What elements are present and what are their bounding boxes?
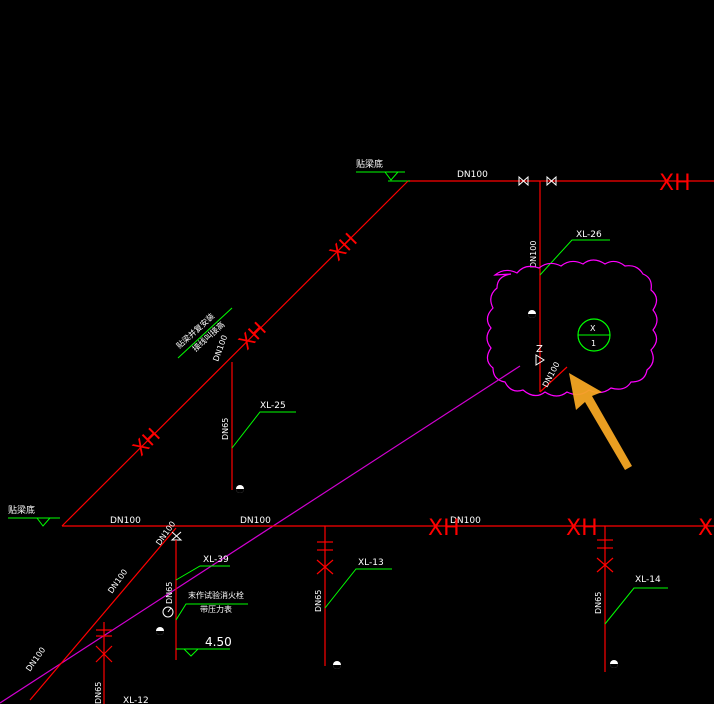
- pressure-gauge-icon: [162, 606, 174, 618]
- gate-valve-xl14: [596, 539, 614, 573]
- svg-text:DN65: DN65: [314, 590, 323, 612]
- leader-xl26: [539, 239, 610, 276]
- gate-valve-xl12: [95, 629, 113, 663]
- label-elevation: 4.50: [205, 635, 232, 649]
- svg-text:DN100: DN100: [529, 241, 538, 268]
- label-xl39: XL-39: [203, 555, 229, 565]
- label-dn100-h-right: DN100: [450, 516, 481, 526]
- label-left-level-note: 贴梁底: [8, 504, 35, 516]
- section-tag-bottom: 1: [591, 339, 596, 348]
- level-marker-left: [8, 517, 60, 527]
- label-z-mark: Z: [536, 344, 543, 355]
- xh-mark-diag-upper: XH: [325, 228, 362, 265]
- revision-cloud: [486, 259, 658, 397]
- leader-xl14: [604, 587, 668, 625]
- lower-diagonal-pipe: [29, 527, 177, 701]
- section-tag-top: X: [590, 324, 596, 333]
- valve-icon: [170, 531, 183, 541]
- branch-pipe-cloud: [539, 366, 568, 393]
- label-dn100-h-mid: DN100: [240, 516, 271, 526]
- label-dn65-xl39: DN65: [165, 582, 174, 604]
- hydrant-icon: [333, 661, 341, 669]
- label-dn100-lower-2: DN100: [106, 568, 129, 596]
- hydrant-icon: [528, 310, 536, 318]
- label-top-level-note: 贴梁底: [356, 158, 383, 170]
- label-dn100-diag-mid: DN100: [211, 334, 229, 363]
- elevation-marker: [176, 648, 230, 657]
- leader-xl25: [231, 411, 296, 449]
- label-xh-h-3: XH: [698, 516, 714, 541]
- svg-text:DN100: DN100: [106, 568, 129, 596]
- level-marker-top: [356, 171, 410, 182]
- diag-note-leader: [177, 307, 233, 359]
- valve-icon: [518, 175, 557, 187]
- label-xl25: XL-25: [260, 401, 286, 411]
- svg-text:DN100: DN100: [24, 646, 47, 674]
- gate-valve-xl13: [316, 541, 334, 575]
- diagonal-main-pipe: [61, 180, 409, 527]
- label-xl14: XL-14: [635, 575, 661, 585]
- svg-text:DN65: DN65: [165, 582, 174, 604]
- label-dn65-xl12: DN65: [94, 682, 103, 704]
- hydrant-icon: [610, 660, 618, 668]
- svg-text:DN65: DN65: [594, 592, 603, 614]
- svg-text:DN65: DN65: [94, 682, 103, 704]
- label-dn100-lower-3: DN100: [24, 646, 47, 674]
- svg-text:XH: XH: [325, 228, 362, 265]
- svg-text:DN100: DN100: [211, 334, 229, 363]
- label-dn100-top: DN100: [457, 170, 488, 180]
- magenta-reference-line: [0, 365, 521, 704]
- label-dn65-xl13: DN65: [314, 590, 323, 612]
- label-xh-h-1: XH: [428, 516, 460, 541]
- highlight-arrow-icon: [569, 373, 632, 470]
- leader-test-note: [175, 603, 248, 621]
- hydrant-icon: [236, 485, 244, 493]
- section-tag: X 1: [577, 318, 611, 352]
- label-note-test-2: 带压力表: [200, 604, 232, 614]
- label-xh-top-right: XH: [659, 171, 691, 196]
- label-dn100-h-left: DN100: [110, 516, 141, 526]
- label-xl13: XL-13: [358, 558, 384, 568]
- leader-xl13: [324, 568, 392, 609]
- label-note-test-1: 末作试验消火栓: [188, 590, 244, 600]
- label-xl12: XL-12: [123, 696, 149, 704]
- label-xh-h-2: XH: [566, 516, 598, 541]
- label-dn65-xl25: DN65: [221, 418, 230, 440]
- valve-icon: [535, 354, 545, 366]
- label-dn65-xl14: DN65: [594, 592, 603, 614]
- svg-text:DN65: DN65: [221, 418, 230, 440]
- label-dn100-vertical-right: DN100: [529, 241, 538, 268]
- hydrant-icon: [156, 627, 164, 635]
- leader-xl39: [175, 565, 230, 581]
- label-xl26: XL-26: [576, 230, 602, 240]
